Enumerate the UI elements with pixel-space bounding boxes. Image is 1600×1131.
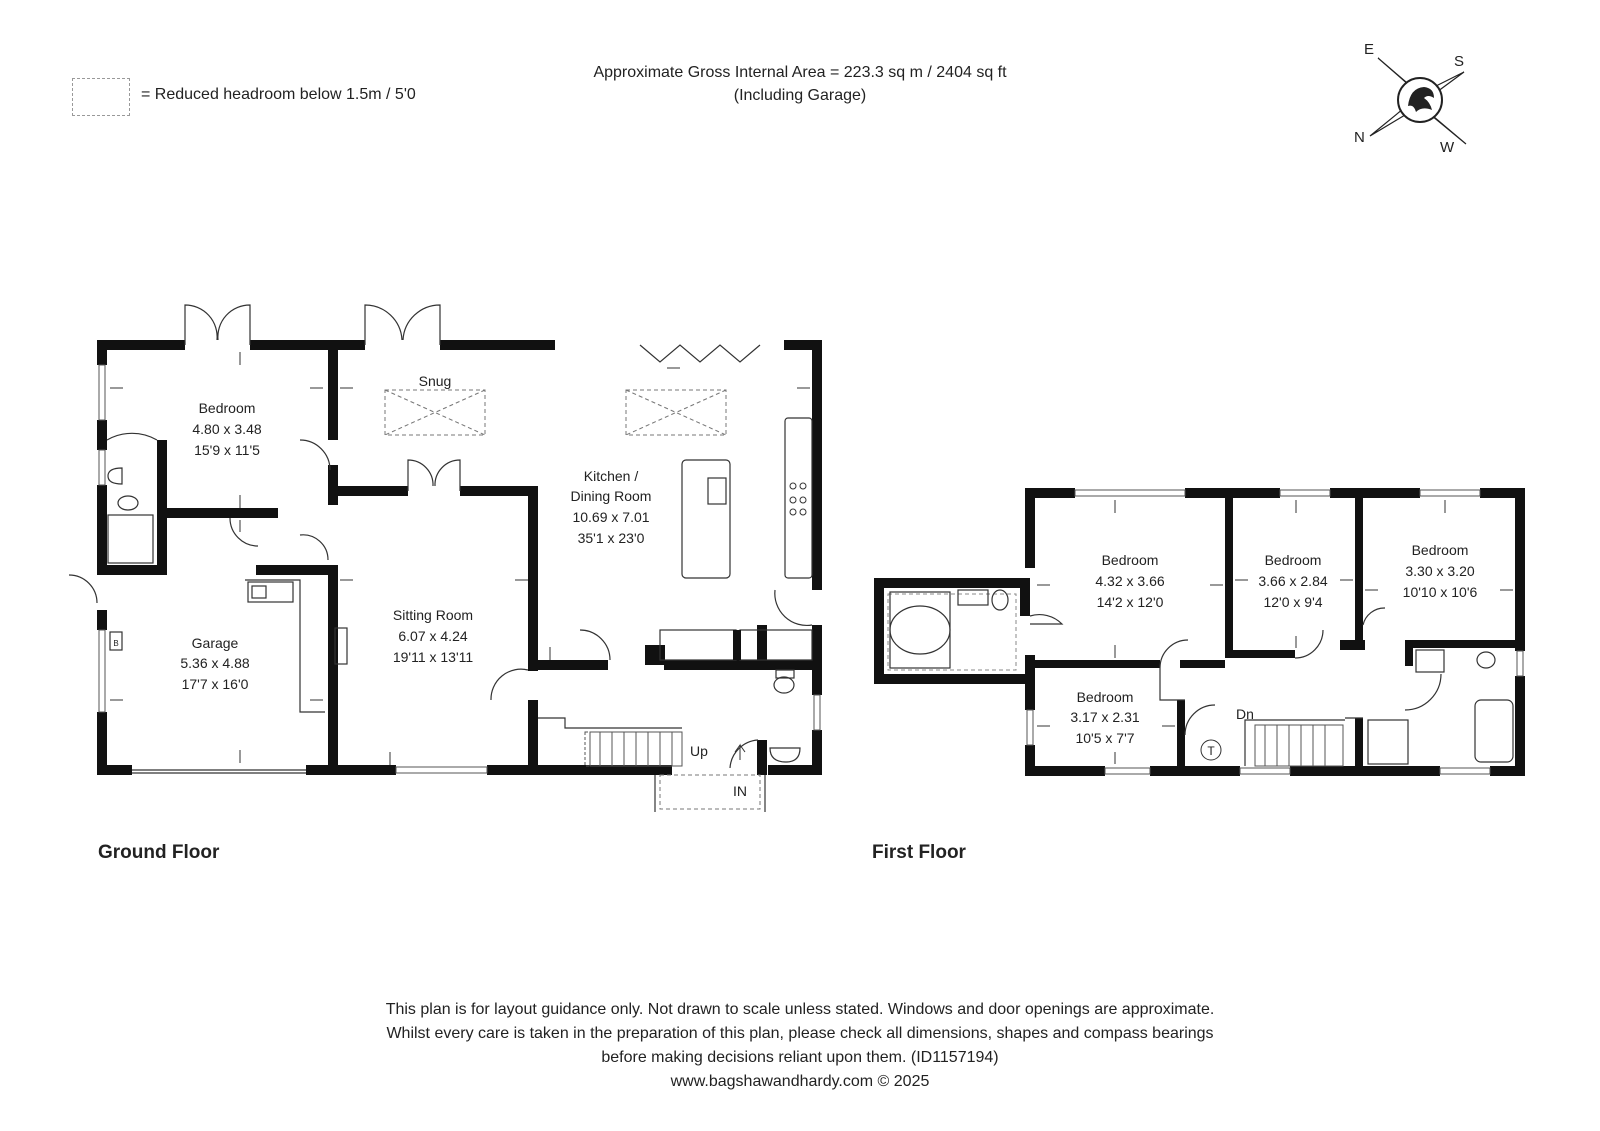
kitchen-imperial: 35'1 x 23'0 <box>578 530 645 546</box>
sitting-room-name: Sitting Room <box>393 607 473 623</box>
entrance-label: IN <box>733 783 747 799</box>
ff-bedroom-2-metric: 3.66 x 2.84 <box>1258 573 1327 589</box>
compass-e: E <box>1364 41 1374 58</box>
compass-w: W <box>1440 139 1455 156</box>
stairs-down-label: Dn <box>1236 706 1254 722</box>
gross-internal-area: Approximate Gross Internal Area = 223.3 … <box>593 64 1007 81</box>
compass-s: S <box>1454 53 1464 70</box>
first-floor-label: First Floor <box>872 842 966 863</box>
legend-swatch <box>72 78 130 116</box>
compass-n: N <box>1354 129 1365 146</box>
kitchen-name-2: Dining Room <box>571 488 652 504</box>
gf-bedroom-imperial: 15'9 x 11'5 <box>194 442 260 458</box>
boiler-marker: B <box>113 639 118 648</box>
first-floor-plan: T Bedroom 4.32 x 3.66 14'2 x 12'0 Bedroo… <box>874 488 1525 776</box>
ff-bedroom-3-metric: 3.30 x 3.20 <box>1405 563 1474 579</box>
ff-bedroom-4-metric: 3.17 x 2.31 <box>1070 709 1139 725</box>
garage-imperial: 17'7 x 16'0 <box>182 676 249 692</box>
ff-bedroom-1-name: Bedroom <box>1102 552 1159 568</box>
ff-bedroom-3-imperial: 10'10 x 10'6 <box>1403 584 1478 600</box>
area-note: (Including Garage) <box>733 87 867 104</box>
kitchen-metric: 10.69 x 7.01 <box>572 509 649 525</box>
website-link[interactable]: www.bagshawandhardy.com © 2025 <box>670 1073 930 1090</box>
kitchen-name: Kitchen / <box>584 468 639 484</box>
gf-bedroom-metric: 4.80 x 3.48 <box>192 421 261 437</box>
ground-floor-label: Ground Floor <box>98 842 220 863</box>
ff-bedroom-1-imperial: 14'2 x 12'0 <box>1097 594 1164 610</box>
compass-rose-icon: E S N W <box>1354 41 1467 156</box>
disclaimer-line-1: This plan is for layout guidance only. N… <box>385 1001 1215 1018</box>
ff-bedroom-1-metric: 4.32 x 3.66 <box>1095 573 1164 589</box>
snug-name: Snug <box>419 373 452 389</box>
stairs-up-label: Up <box>690 743 708 759</box>
garage-name: Garage <box>192 635 239 651</box>
ff-bedroom-4-name: Bedroom <box>1077 689 1134 705</box>
ff-bedroom-2-imperial: 12'0 x 9'4 <box>1263 594 1322 610</box>
disclaimer-line-2: Whilst every care is taken in the prepar… <box>386 1025 1214 1042</box>
tank-marker: T <box>1207 744 1215 758</box>
header: Approximate Gross Internal Area = 223.3 … <box>480 61 1120 107</box>
ff-bedroom-3-name: Bedroom <box>1412 542 1469 558</box>
ff-bedroom-2-name: Bedroom <box>1265 552 1322 568</box>
disclaimer-line-3: before making decisions reliant upon the… <box>601 1049 999 1066</box>
sitting-room-imperial: 19'11 x 13'11 <box>393 649 474 665</box>
sitting-room-metric: 6.07 x 4.24 <box>398 628 467 644</box>
garage-metric: 5.36 x 4.88 <box>180 655 249 671</box>
disclaimer: This plan is for layout guidance only. N… <box>0 998 1600 1094</box>
ff-bedroom-4-imperial: 10'5 x 7'7 <box>1075 730 1134 746</box>
ground-floor-plan: B Bedroom 4.80 x 3.48 15'9 x 11'5 <box>68 304 822 812</box>
legend-text: = Reduced headroom below 1.5m / 5'0 <box>141 86 416 103</box>
gf-bedroom-name: Bedroom <box>199 400 256 416</box>
